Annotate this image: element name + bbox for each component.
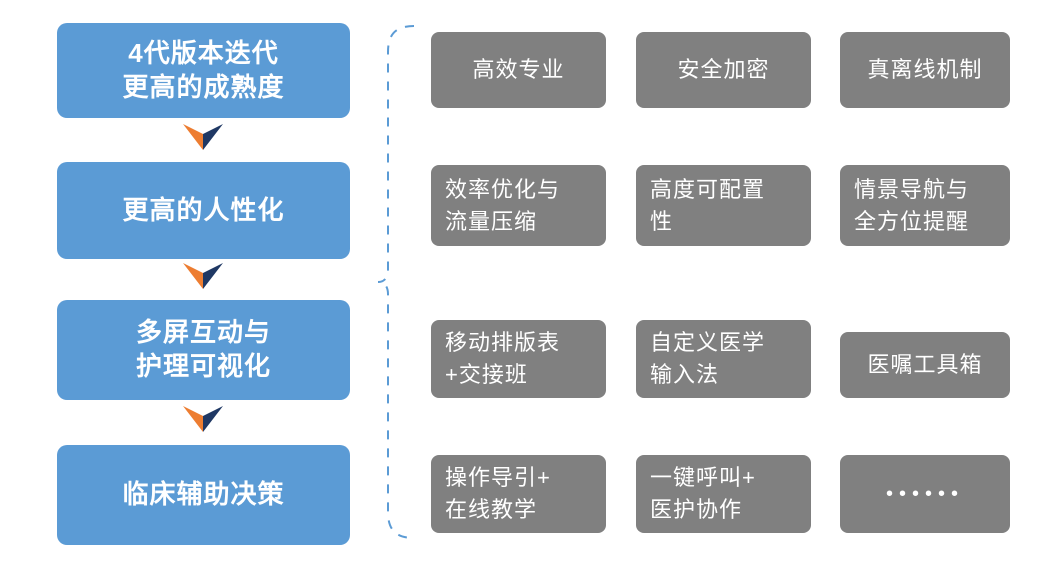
feature-r2c1-line2: 流量压缩 <box>445 208 538 234</box>
flow-step-3-text: 多屏互动与 护理可视化 <box>136 316 271 384</box>
feature-box-r4c1-text: 操作导引+ 在线教学 <box>445 462 551 526</box>
feature-r4c1-line1: 操作导引+ <box>445 465 551 491</box>
feature-box-r4c3-ellipsis[interactable]: •••••• <box>840 455 1010 533</box>
feature-r1c1-line1: 高效专业 <box>472 57 565 83</box>
feature-r4c2-line2: 医护协作 <box>650 497 743 522</box>
feature-box-r2c2[interactable]: 高度可配置 性 <box>636 165 811 246</box>
flow-step-2[interactable]: 更高的人性化 <box>57 162 350 259</box>
feature-r4c2-line1: 一键呼叫+ <box>650 465 756 491</box>
feature-r2c1-line1: 效率优化与 <box>445 176 561 202</box>
feature-box-r3c2[interactable]: 自定义医学 输入法 <box>636 320 811 398</box>
feature-r3c2-line1: 自定义医学 <box>650 330 766 356</box>
feature-r4c1-line2: 在线教学 <box>445 497 538 522</box>
chevron-down-icon-right-half <box>203 124 223 150</box>
feature-r3c3-line1: 医嘱工具箱 <box>867 352 983 378</box>
feature-r3c1-line2: +交接班 <box>445 362 528 387</box>
feature-box-r4c1[interactable]: 操作导引+ 在线教学 <box>431 455 606 533</box>
flow-step-1[interactable]: 4代版本迭代 更高的成熟度 <box>57 23 350 118</box>
feature-box-r1c2[interactable]: 安全加密 <box>636 32 811 108</box>
feature-r3c2-line2: 输入法 <box>650 362 720 387</box>
flow-step-3-line2: 护理可视化 <box>135 351 271 381</box>
feature-r2c3-line1: 情景导航与 <box>854 176 970 202</box>
flow-step-4[interactable]: 临床辅助决策 <box>57 445 350 545</box>
dashed-bracket <box>374 22 418 542</box>
feature-box-r2c1-text: 效率优化与 流量压缩 <box>445 174 560 238</box>
flow-step-1-line1: 4代版本迭代 <box>128 37 279 68</box>
feature-r4c3-line1: •••••• <box>885 482 964 505</box>
feature-r2c2-line2: 性 <box>650 208 674 234</box>
dashed-curly-brace-icon <box>377 25 415 539</box>
feature-box-r2c3-text: 情景导航与 全方位提醒 <box>854 174 969 238</box>
flow-step-4-text: 临床辅助决策 <box>122 478 284 512</box>
feature-box-r4c2[interactable]: 一键呼叫+ 医护协作 <box>636 455 811 533</box>
feature-box-r3c3-text: 医嘱工具箱 <box>867 349 982 381</box>
feature-r1c2-line1: 安全加密 <box>677 57 770 83</box>
flow-step-2-text: 更高的人性化 <box>122 194 284 228</box>
feature-box-r2c2-text: 高度可配置 性 <box>650 174 765 238</box>
feature-box-r1c2-text: 安全加密 <box>677 54 769 86</box>
feature-box-r4c2-text: 一键呼叫+ 医护协作 <box>650 462 756 526</box>
feature-box-r4c3-text: •••••• <box>886 480 964 509</box>
chevron-down-icon-left-half <box>183 263 203 289</box>
chevron-down-icon-right-half <box>203 406 223 432</box>
feature-box-r1c3[interactable]: 真离线机制 <box>840 32 1010 108</box>
feature-box-r3c1-text: 移动排版表 +交接班 <box>445 327 560 391</box>
feature-box-r3c2-text: 自定义医学 输入法 <box>650 327 765 391</box>
feature-box-r2c3[interactable]: 情景导航与 全方位提醒 <box>840 165 1010 246</box>
flow-step-3-line1: 多屏互动与 <box>135 317 271 348</box>
chevron-down-icon-left-half <box>183 406 203 432</box>
feature-r3c1-line1: 移动排版表 <box>445 330 561 356</box>
flow-step-3[interactable]: 多屏互动与 护理可视化 <box>57 300 350 400</box>
flow-connector-arrow-1 <box>183 124 223 150</box>
feature-box-r1c1-text: 高效专业 <box>472 54 564 86</box>
flow-step-1-text: 4代版本迭代 更高的成熟度 <box>122 37 284 105</box>
flow-connector-arrow-3 <box>183 406 223 432</box>
feature-r2c3-line2: 全方位提醒 <box>854 208 970 234</box>
feature-box-r1c3-text: 真离线机制 <box>867 54 982 86</box>
feature-box-r2c1[interactable]: 效率优化与 流量压缩 <box>431 165 606 246</box>
flow-step-1-line2: 更高的成熟度 <box>122 71 285 102</box>
chevron-down-icon-right-half <box>203 263 223 289</box>
feature-r2c2-line1: 高度可配置 <box>650 176 766 202</box>
feature-r1c3-line1: 真离线机制 <box>867 57 983 83</box>
feature-box-r3c1[interactable]: 移动排版表 +交接班 <box>431 320 606 398</box>
flow-step-4-line1: 临床辅助决策 <box>122 479 285 510</box>
flow-connector-arrow-2 <box>183 263 223 289</box>
flow-step-2-line1: 更高的人性化 <box>122 194 285 225</box>
feature-box-r3c3[interactable]: 医嘱工具箱 <box>840 332 1010 398</box>
feature-box-r1c1[interactable]: 高效专业 <box>431 32 606 108</box>
chevron-down-icon-left-half <box>183 124 203 150</box>
